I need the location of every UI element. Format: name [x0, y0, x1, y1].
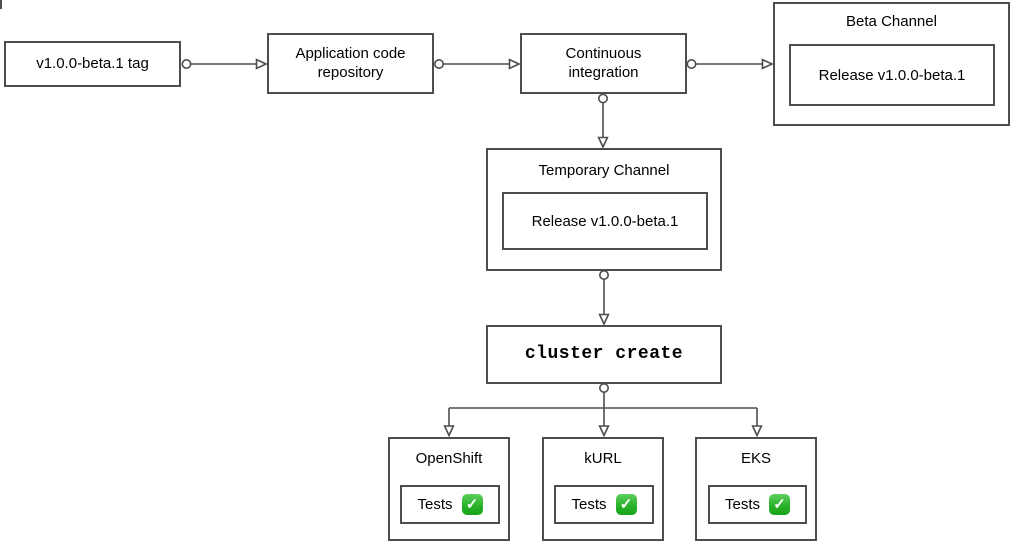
node-cluster-create: cluster create [486, 325, 722, 384]
openshift-title: OpenShift [415, 450, 483, 467]
kurl-title: kURL [584, 450, 622, 467]
tests-label: Tests [724, 496, 760, 513]
node-beta-release: Release v1.0.0-beta.1 [789, 44, 995, 106]
connector-source-dot [181, 58, 192, 69]
beta-channel-title: Beta Channel [846, 13, 937, 30]
node-openshift: OpenShift Tests ✓ [388, 437, 510, 541]
tests-status-row: Tests ✓ [571, 494, 637, 515]
node-continuous-integration: Continuous integration [520, 33, 687, 94]
arrowhead-right-icon [255, 58, 268, 70]
node-application-code-repository: Application code repository [267, 33, 434, 94]
connector-source-dot [686, 58, 697, 69]
tests-status-row: Tests ✓ [725, 494, 790, 515]
check-glyph: ✓ [773, 496, 786, 513]
tests-label: Tests [571, 496, 607, 513]
arrowhead-down-icon [598, 425, 610, 438]
connector-source-dot [598, 382, 609, 393]
check-mark-button-icon: ✓ [615, 494, 637, 515]
connector-tag-to-repo [181, 58, 268, 70]
node-eks: EKS Tests ✓ [695, 437, 817, 541]
connector-ci-to-temp-channel [597, 93, 609, 149]
openshift-tests-box: Tests ✓ [400, 485, 500, 524]
node-temporary-channel: Temporary Channel Release v1.0.0-beta.1 [486, 148, 722, 271]
connector-ci-to-beta-channel [686, 58, 774, 70]
arrowhead-down-icon [751, 425, 763, 438]
arrowhead-right-icon [508, 58, 521, 70]
arrowhead-right-icon [761, 58, 774, 70]
check-glyph: ✓ [465, 496, 479, 513]
arrowhead-down-icon [443, 425, 455, 438]
node-beta-channel: Beta Channel Release v1.0.0-beta.1 [773, 2, 1010, 126]
node-application-code-repository-label: Application code repository [295, 44, 406, 81]
temporary-release-label: Release v1.0.0-beta.1 [531, 212, 679, 230]
node-version-tag: v1.0.0-beta.1 tag [4, 41, 181, 87]
eks-title: EKS [740, 450, 771, 467]
beta-release-label: Release v1.0.0-beta.1 [818, 66, 966, 84]
tests-status-row: Tests ✓ [417, 494, 483, 515]
arrowhead-down-icon [598, 313, 610, 326]
kurl-tests-box: Tests ✓ [554, 485, 654, 524]
connector-cluster-create-to-clusters [443, 382, 763, 438]
check-glyph: ✓ [619, 496, 633, 513]
connector-source-dot [598, 269, 609, 280]
cluster-create-command-label: cluster create [524, 344, 684, 365]
canvas-edge-artifact [0, 0, 2, 9]
arrowhead-down-icon [597, 136, 609, 149]
connector-temp-channel-to-cluster-create [598, 269, 610, 326]
eks-tests-box: Tests ✓ [708, 485, 807, 524]
temporary-channel-title: Temporary Channel [538, 162, 670, 179]
connector-source-dot [597, 93, 608, 104]
check-mark-button-icon: ✓ [461, 494, 483, 515]
connector-source-dot [433, 58, 444, 69]
node-kurl: kURL Tests ✓ [542, 437, 664, 541]
check-mark-button-icon: ✓ [769, 494, 790, 515]
tests-label: Tests [417, 496, 453, 513]
connector-repo-to-ci [433, 58, 521, 70]
node-temporary-release: Release v1.0.0-beta.1 [502, 192, 708, 250]
node-continuous-integration-label: Continuous integration [565, 44, 642, 81]
node-version-tag-label: v1.0.0-beta.1 tag [36, 54, 149, 72]
